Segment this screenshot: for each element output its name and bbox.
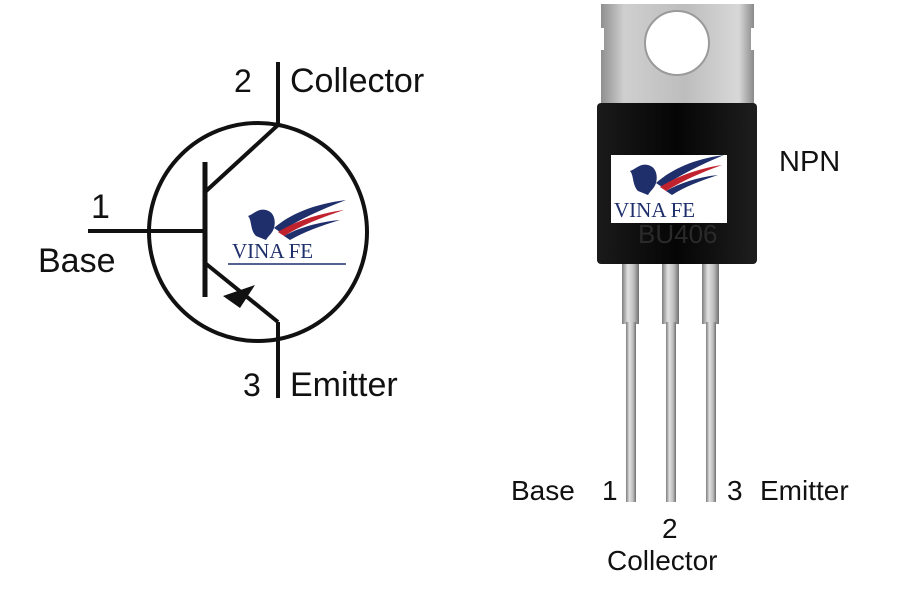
package-pin2-name: Collector (607, 545, 717, 576)
package-logo-text: VINA FE (614, 198, 695, 222)
wing-stripe-icon (656, 155, 724, 187)
emitter-arrow (223, 285, 255, 308)
watermark-text: VINA FE (232, 239, 313, 263)
symbol-pin2-number: 2 (234, 63, 252, 99)
symbol-pin3-number: 3 (243, 367, 261, 403)
to220-package: BU406 VINA FE NPN Base (511, 4, 849, 576)
package-pin2-number: 2 (662, 513, 678, 544)
npn-type-label: NPN (779, 146, 840, 178)
mounting-hole (644, 10, 710, 76)
package-pin1-name: Base (511, 475, 575, 506)
tab-notch-left (596, 28, 604, 50)
wing-stripe-icon (660, 165, 722, 191)
part-marking: BU406 (638, 219, 718, 249)
npn-schematic-symbol: 2 Collector 1 Base 3 Emitter VINA FE (38, 62, 424, 404)
collector-diagonal (203, 123, 280, 194)
horse-head-icon (248, 209, 275, 240)
symbol-pin1-number: 1 (91, 188, 110, 226)
horse-head-icon (630, 164, 657, 195)
tab-notch-right (751, 28, 759, 50)
wing-stripe-icon (274, 200, 346, 232)
package-pin3-number: 3 (727, 475, 743, 506)
watermark-logo: VINA FE (228, 200, 346, 265)
wing-stripe-icon (284, 220, 340, 240)
lead-2 (662, 264, 679, 502)
package-logo: VINA FE (611, 155, 727, 223)
lead-3 (702, 264, 719, 502)
symbol-pin3-name: Emitter (290, 366, 398, 404)
symbol-pin1-name: Base (38, 242, 116, 280)
package-pin3-name: Emitter (760, 475, 849, 506)
package-pin1-number: 1 (602, 475, 618, 506)
wing-stripe-icon (666, 175, 718, 195)
symbol-pin2-name: Collector (290, 62, 424, 100)
lead-1 (622, 264, 639, 502)
wing-stripe-icon (278, 210, 344, 236)
